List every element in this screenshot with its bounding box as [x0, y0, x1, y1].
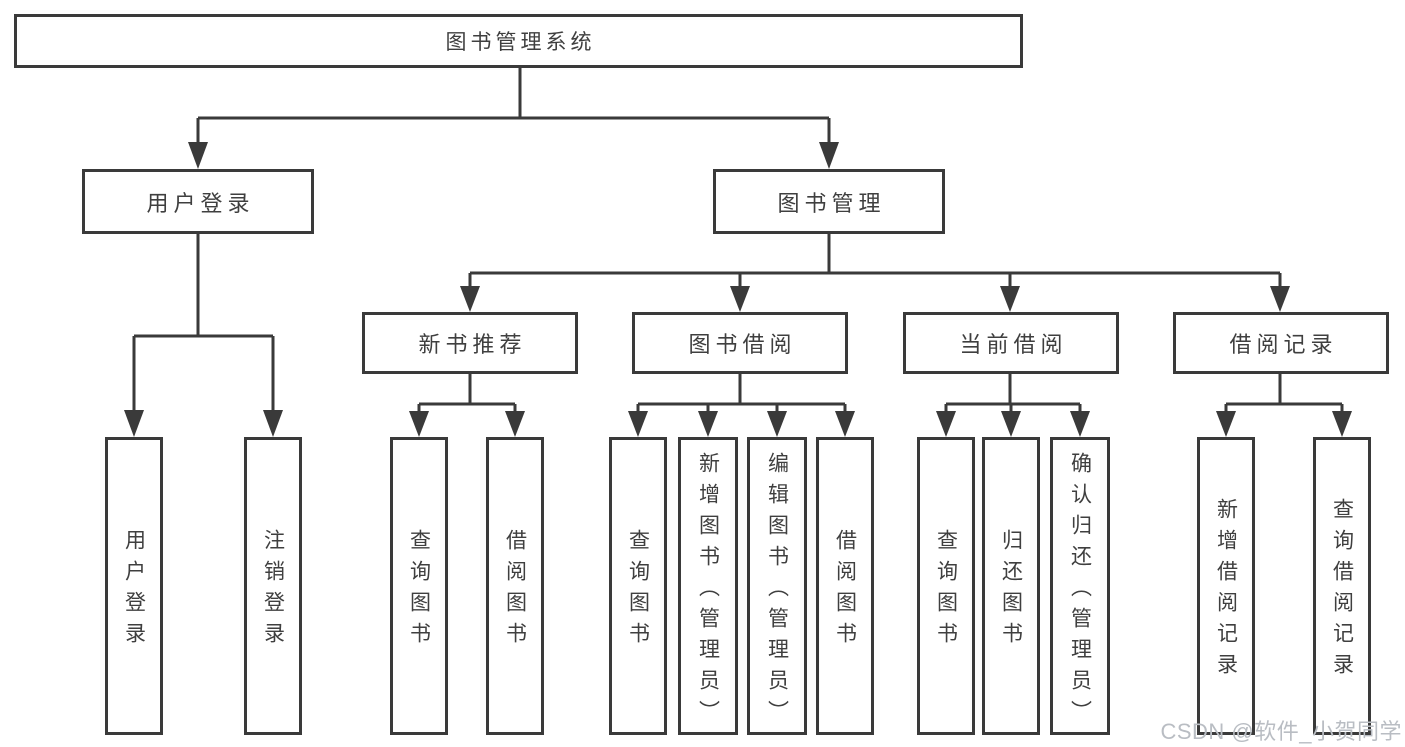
node-book-management: 图书管理 [713, 169, 945, 234]
leaf-current-return-books-label: 归还图书 [999, 529, 1023, 653]
watermark: CSDN @软件_小贺同学 [1160, 719, 1402, 744]
leaf-current-return-books: 归还图书 [982, 437, 1040, 735]
leaf-recommend-borrow-books-label: 借阅图书 [503, 529, 527, 653]
edge-current-borrow-to-children [936, 374, 1090, 437]
leaf-borrow-query-books-label: 查询图书 [626, 529, 650, 653]
edge-book-management-to-level3 [460, 234, 1290, 312]
node-new-book-recommend: 新书推荐 [362, 312, 578, 374]
edge-root-to-level2 [188, 68, 839, 169]
leaf-borrow-borrow-books-label: 借阅图书 [833, 529, 857, 653]
leaf-borrow-borrow-books: 借阅图书 [816, 437, 874, 735]
node-library-management-system: 图书管理系统 [14, 14, 1023, 68]
leaf-current-confirm-return-admin-label: 确认归还（管理员） [1068, 451, 1092, 731]
leaf-recommend-query-books: 查询图书 [390, 437, 448, 735]
edge-new-book-recommend-to-children [409, 374, 525, 437]
edge-book-borrow-to-children [628, 374, 855, 437]
node-current-borrow: 当前借阅 [903, 312, 1119, 374]
leaf-records-add-record-label: 新增借阅记录 [1214, 498, 1238, 684]
leaf-user-login: 用户登录 [105, 437, 163, 735]
node-borrow-records: 借阅记录 [1173, 312, 1389, 374]
leaf-user-login-label: 用户登录 [122, 529, 146, 653]
node-user-login: 用户登录 [82, 169, 314, 234]
leaf-borrow-edit-books-admin: 编辑图书（管理员） [747, 437, 807, 735]
edge-user-login-to-children [124, 234, 283, 437]
leaf-recommend-borrow-books: 借阅图书 [486, 437, 544, 735]
leaf-logout: 注销登录 [244, 437, 302, 735]
leaf-current-query-books-label: 查询图书 [934, 529, 958, 653]
leaf-records-query-record-label: 查询借阅记录 [1330, 498, 1354, 684]
leaf-borrow-query-books: 查询图书 [609, 437, 667, 735]
leaf-borrow-edit-books-admin-label: 编辑图书（管理员） [765, 451, 789, 731]
leaf-borrow-add-books-admin: 新增图书（管理员） [678, 437, 738, 735]
leaf-current-confirm-return-admin: 确认归还（管理员） [1050, 437, 1110, 735]
edge-borrow-records-to-children [1216, 374, 1352, 437]
leaf-borrow-add-books-admin-label: 新增图书（管理员） [696, 451, 720, 731]
leaf-current-query-books: 查询图书 [917, 437, 975, 735]
leaf-records-query-record: 查询借阅记录 [1313, 437, 1371, 735]
node-book-borrow: 图书借阅 [632, 312, 848, 374]
leaf-logout-label: 注销登录 [261, 529, 285, 653]
leaf-recommend-query-books-label: 查询图书 [407, 529, 431, 653]
leaf-records-add-record: 新增借阅记录 [1197, 437, 1255, 735]
